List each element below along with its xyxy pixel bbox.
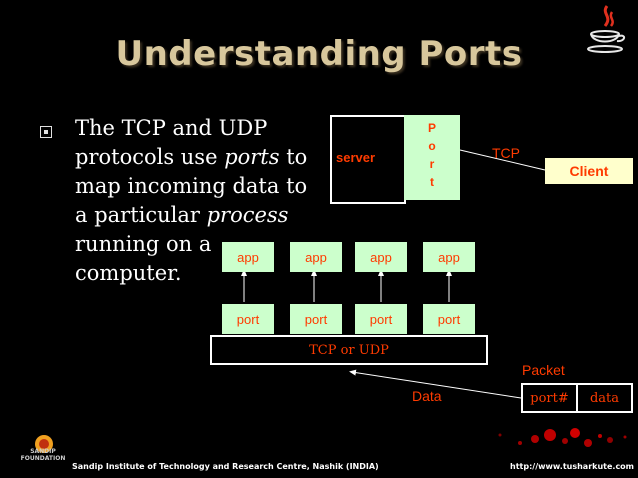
port-letter: o (428, 139, 436, 153)
packet-data-field: data (576, 385, 631, 411)
app-box: app (222, 242, 274, 272)
bullet-text-part: protocols use (75, 145, 225, 169)
bullet-line: The TCP and UDP (75, 116, 268, 140)
packet-label: Packet (522, 362, 565, 378)
port-box: port (222, 304, 274, 334)
app-box: app (423, 242, 475, 272)
port-box: port (423, 304, 475, 334)
bullet-emphasis: ports (224, 145, 280, 169)
website-url[interactable]: http://www.tusharkute.com (510, 462, 635, 471)
port-box: port (355, 304, 407, 334)
foundation-label: SANDIP FOUNDATION (20, 448, 66, 462)
app-box: app (290, 242, 342, 272)
bullet-line: a particular process (75, 201, 325, 230)
bullet-text: The TCP and UDP protocols use ports to m… (75, 114, 325, 288)
slide-title: Understanding Ports (115, 34, 523, 74)
bullet-line: map incoming data to (75, 174, 308, 198)
port-letter: P (427, 121, 436, 135)
client-box: Client (545, 158, 633, 184)
server-label: server (336, 150, 376, 165)
port-box: port (290, 304, 342, 334)
institute-name: Sandip Institute of Technology and Resea… (72, 462, 379, 471)
app-box: app (355, 242, 407, 272)
sandip-foundation-logo (35, 435, 53, 453)
tcp-link-line (459, 149, 546, 171)
bullet-line: protocols use ports to (75, 143, 325, 172)
bullet-line: computer. (75, 261, 182, 285)
java-logo-icon (587, 5, 625, 53)
packet-box: port# data (521, 383, 633, 413)
square-bullet-icon (40, 126, 52, 138)
port-letter: r (429, 157, 435, 171)
port-column: P o r t (404, 115, 460, 200)
data-arrow (349, 369, 522, 399)
packet-port-field: port# (530, 390, 569, 406)
transport-layer-box: TCP or UDP (210, 335, 488, 365)
bullet-emphasis: process (206, 203, 289, 227)
red-splatter-decoration (498, 428, 627, 447)
tcp-label: TCP (492, 145, 520, 161)
server-box (330, 115, 406, 204)
bullet-line: running on a (75, 232, 212, 256)
footer-bar (0, 424, 638, 478)
port-letter: t (430, 175, 434, 189)
bullet-text-part: a particular (75, 203, 207, 227)
bullet-text-part: to (279, 145, 308, 169)
data-label: Data (412, 388, 442, 404)
